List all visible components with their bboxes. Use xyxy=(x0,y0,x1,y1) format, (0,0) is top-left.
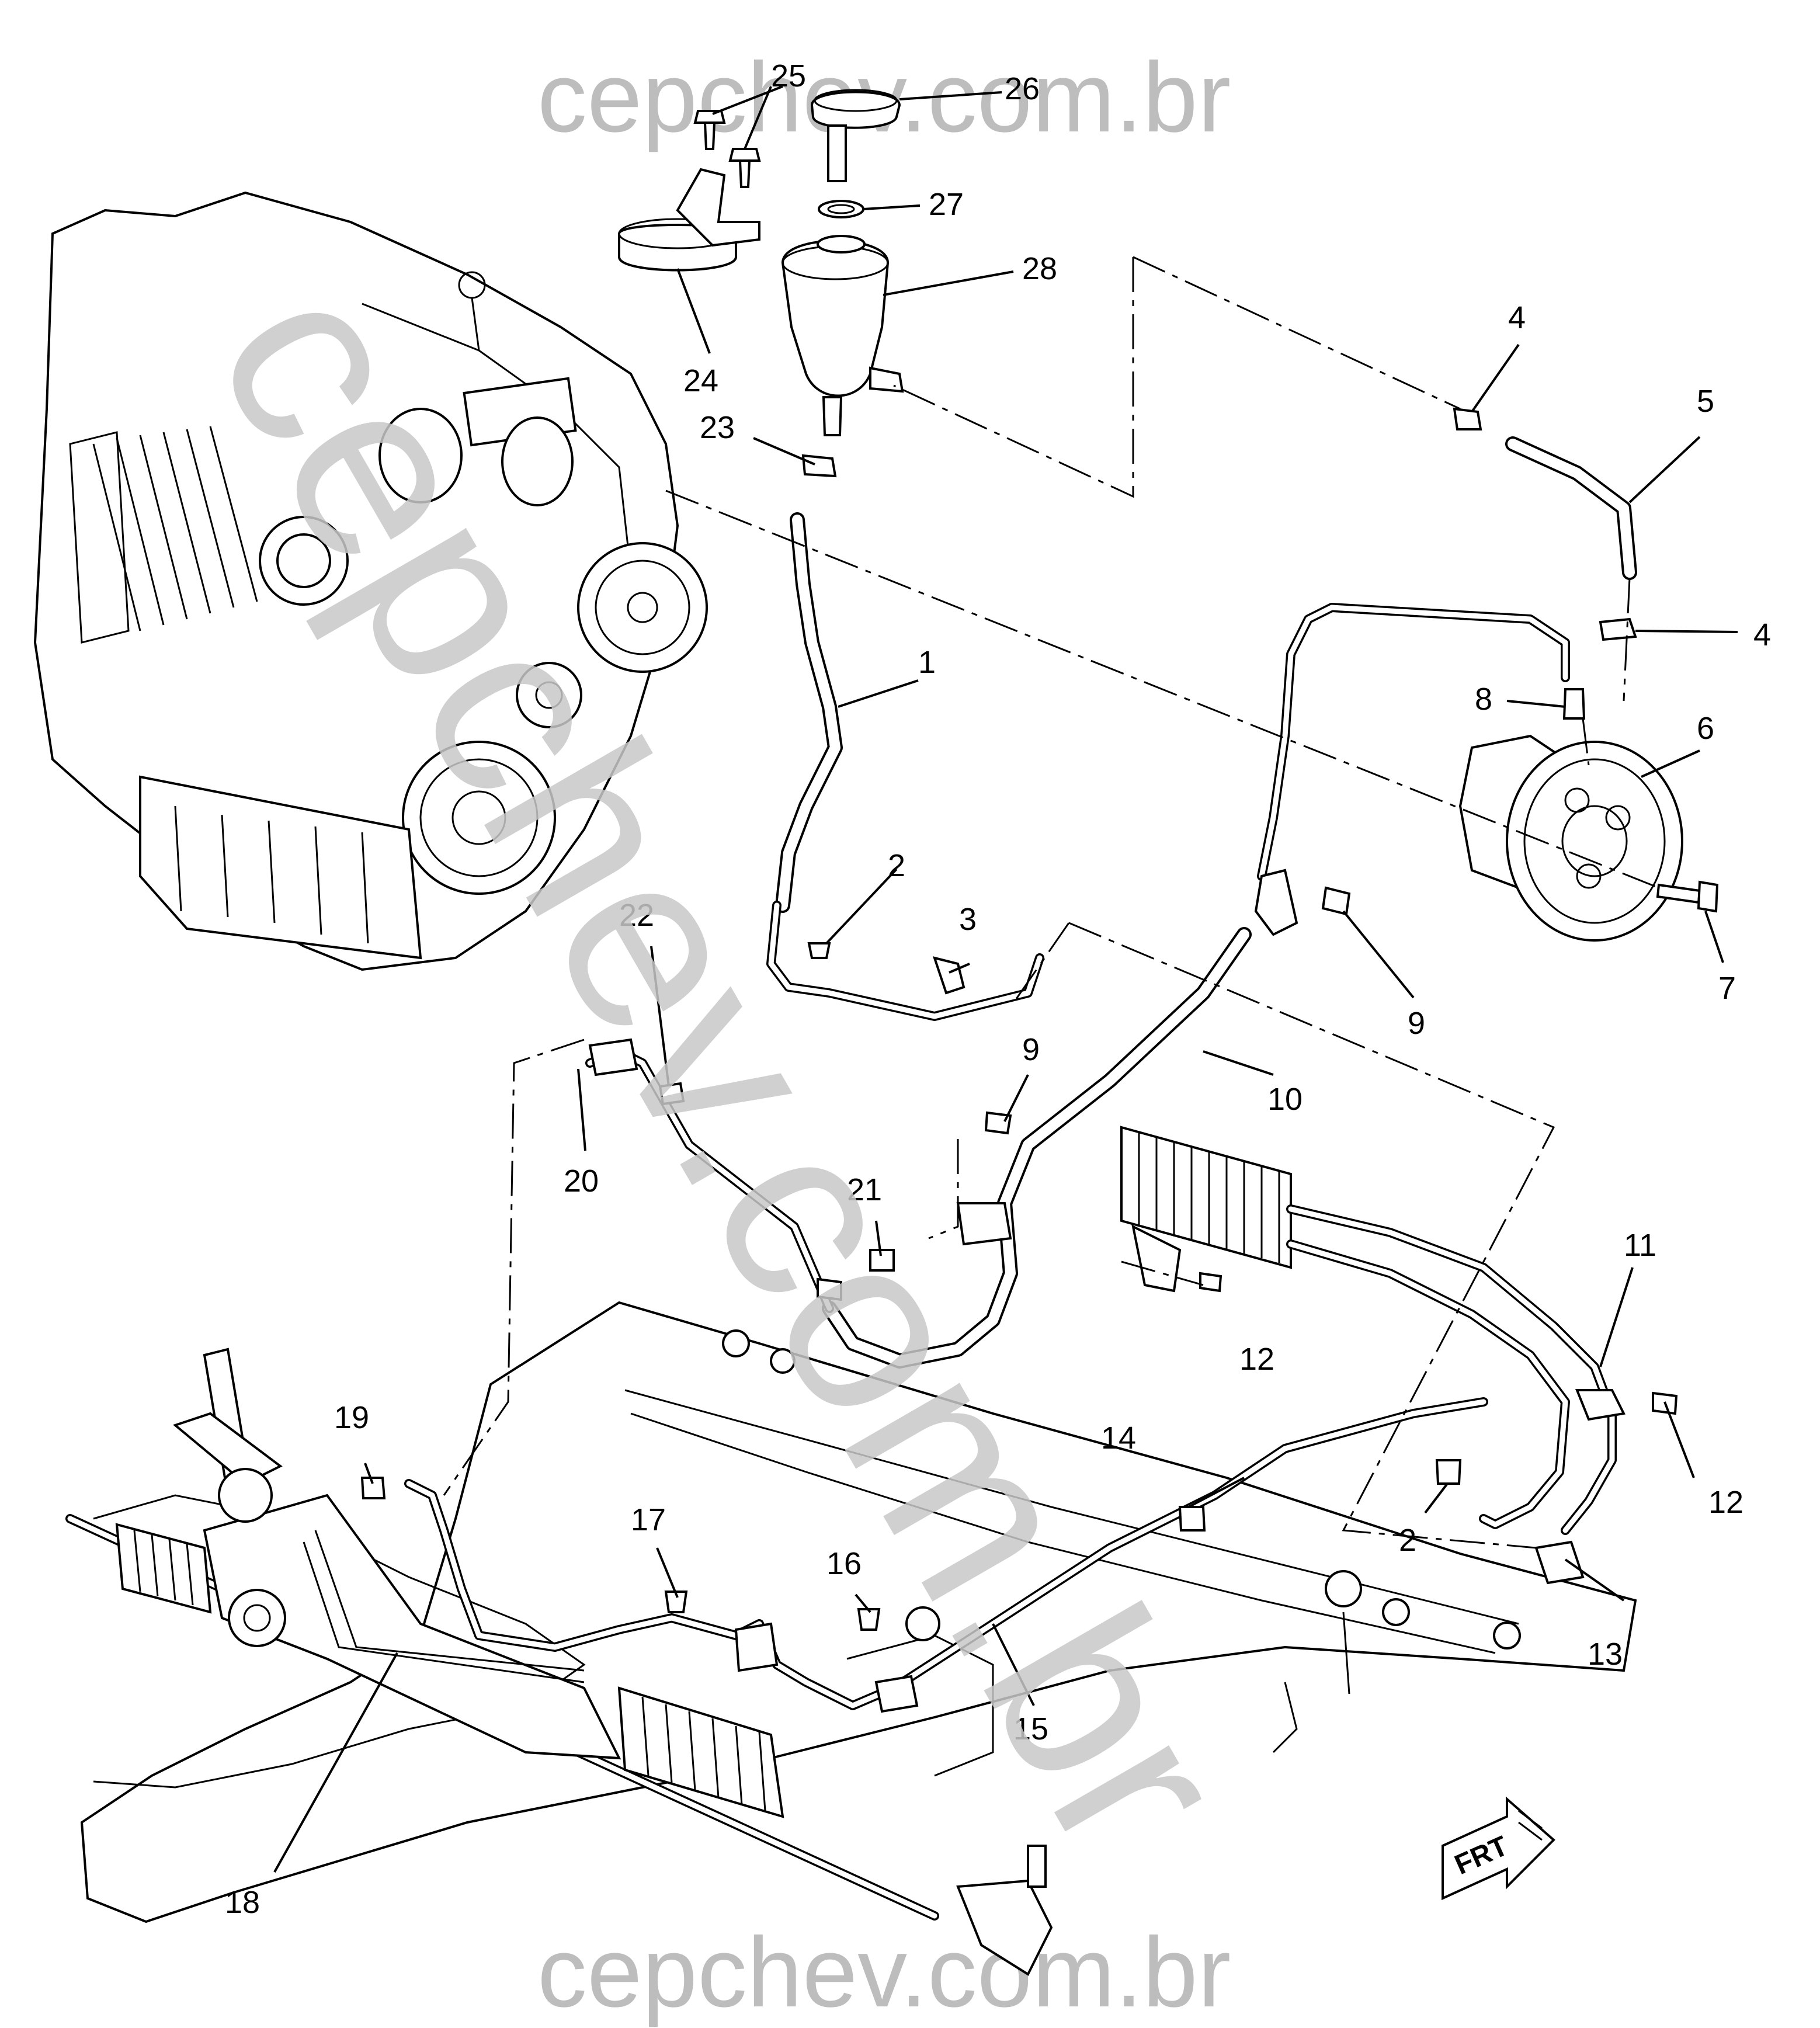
callout-11: 11 xyxy=(1624,1228,1656,1263)
front-orientation-badge: FRT xyxy=(1442,1796,1555,1901)
callout-22: 22 xyxy=(619,898,654,933)
reservoir-outlet-clamp xyxy=(801,454,837,478)
callout-labels: 1 2 2 3 4 4 5 6 7 8 9 9 10 11 12 12 13 1… xyxy=(225,58,1771,1920)
pressure-hose-bracket-bolt-upper xyxy=(1321,886,1351,916)
callout-9: 9 xyxy=(1022,1032,1040,1067)
callout-6: 6 xyxy=(1697,711,1714,746)
engine-assembly xyxy=(33,191,708,971)
callout-12: 12 xyxy=(1708,1485,1743,1520)
return-line-clip-screw-16 xyxy=(857,1608,881,1631)
power-steering-reservoir xyxy=(781,235,904,436)
callout-8: 8 xyxy=(1475,682,1492,717)
pump-pressure-fitting xyxy=(1562,688,1586,720)
callout-1: 1 xyxy=(918,645,936,680)
callout-16: 16 xyxy=(826,1546,862,1581)
callout-13: 13 xyxy=(1588,1637,1623,1672)
callout-9: 9 xyxy=(1408,1006,1425,1041)
pressure-hose-bracket-upper xyxy=(1254,869,1298,936)
cooler-line-assembly xyxy=(1286,1204,1626,1535)
watermark-bottom: cepchev.com.br xyxy=(537,1917,1231,2028)
cooler-line-clip-screw xyxy=(1435,1459,1462,1485)
callout-7: 7 xyxy=(1718,971,1736,1006)
reservoir-bracket xyxy=(618,168,760,272)
callout-5: 5 xyxy=(1697,384,1714,419)
hose-clip-screw-upper xyxy=(807,942,831,959)
return-line-clip-14 xyxy=(1178,1506,1206,1532)
front-arrow-icon xyxy=(1442,1796,1555,1901)
power-steering-pump xyxy=(1458,734,1683,942)
pump-inlet-hose-clamp-lower xyxy=(1599,617,1637,641)
return-line-bracket xyxy=(734,1622,779,1672)
reservoir-cap xyxy=(810,89,901,182)
hose-bracket-20 xyxy=(588,1038,638,1076)
reservoir-bracket-bolts xyxy=(693,110,761,188)
pump-mounting-bolt xyxy=(1656,880,1719,913)
cooler-line-bracket xyxy=(1534,1540,1585,1585)
callout-4: 4 xyxy=(1753,617,1771,652)
reservoir-outlet-hose xyxy=(766,512,1044,1021)
return-line-clip-17 xyxy=(664,1591,688,1613)
power-steering-fluid-cooler xyxy=(1120,1126,1292,1293)
callout-3: 3 xyxy=(959,902,977,937)
pump-inlet-hose-clamp-upper xyxy=(1453,407,1482,430)
callout-25: 25 xyxy=(771,58,806,93)
pump-inlet-hose xyxy=(1505,436,1637,580)
pressure-hose-bracket-lower xyxy=(956,1202,1012,1246)
phantom-reference-lines xyxy=(443,256,1659,1549)
reservoir-cap-seal xyxy=(818,200,864,218)
hose-retainer-clip xyxy=(932,956,965,995)
cooler-bracket-bolt xyxy=(1199,1272,1222,1293)
callout-21: 21 xyxy=(847,1172,882,1207)
hose-bracket-nut-22 xyxy=(658,1082,685,1106)
pressure-hose-bracket-bolt-lower xyxy=(984,1111,1012,1135)
callout-17: 17 xyxy=(631,1502,666,1537)
callout-23: 23 xyxy=(700,410,735,445)
gear-inlet-seal-19 xyxy=(360,1477,386,1499)
callout-4: 4 xyxy=(1508,300,1526,335)
hose-clip-21 xyxy=(817,1277,842,1301)
callout-14: 14 xyxy=(1101,1421,1136,1456)
steering-gear-assembly xyxy=(65,1348,1053,1976)
callout-2: 2 xyxy=(1399,1523,1416,1558)
hose-clamp-screw-21 xyxy=(869,1249,895,1272)
callout-12: 12 xyxy=(1239,1342,1274,1377)
leader-lines xyxy=(273,85,1738,1873)
callout-2: 2 xyxy=(888,848,905,883)
callout-19: 19 xyxy=(334,1400,369,1435)
callout-10: 10 xyxy=(1267,1082,1303,1117)
gear-outlet-fitting xyxy=(874,1675,919,1713)
callout-26: 26 xyxy=(1005,71,1040,106)
callout-24: 24 xyxy=(683,363,718,398)
callout-27: 27 xyxy=(929,187,964,222)
callout-28: 28 xyxy=(1022,251,1057,286)
callout-15: 15 xyxy=(1013,1711,1048,1746)
callout-20: 20 xyxy=(564,1164,599,1199)
callout-18: 18 xyxy=(225,1885,260,1920)
